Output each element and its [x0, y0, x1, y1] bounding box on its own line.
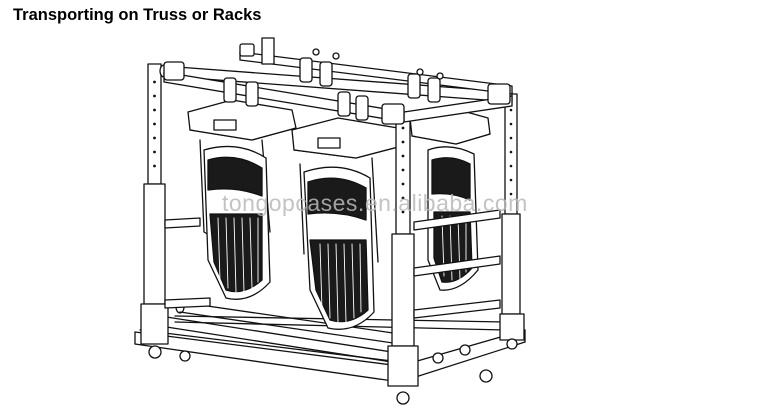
rack-post-right-back [499, 93, 525, 341]
section-heading: Transporting on Truss or Racks [13, 6, 262, 24]
rack-post-left-front [140, 63, 169, 345]
moving-head-fixture-left [187, 99, 297, 300]
watermark: tongopcases.en.alibaba.com [222, 190, 528, 216]
truss-corner-joints [163, 61, 511, 125]
truss-clamps [223, 43, 444, 121]
rack-cross-rails [164, 209, 501, 319]
caster-wheels [148, 338, 518, 405]
moving-head-fixture-middle [291, 117, 403, 330]
rack-post-right-front [387, 111, 419, 387]
